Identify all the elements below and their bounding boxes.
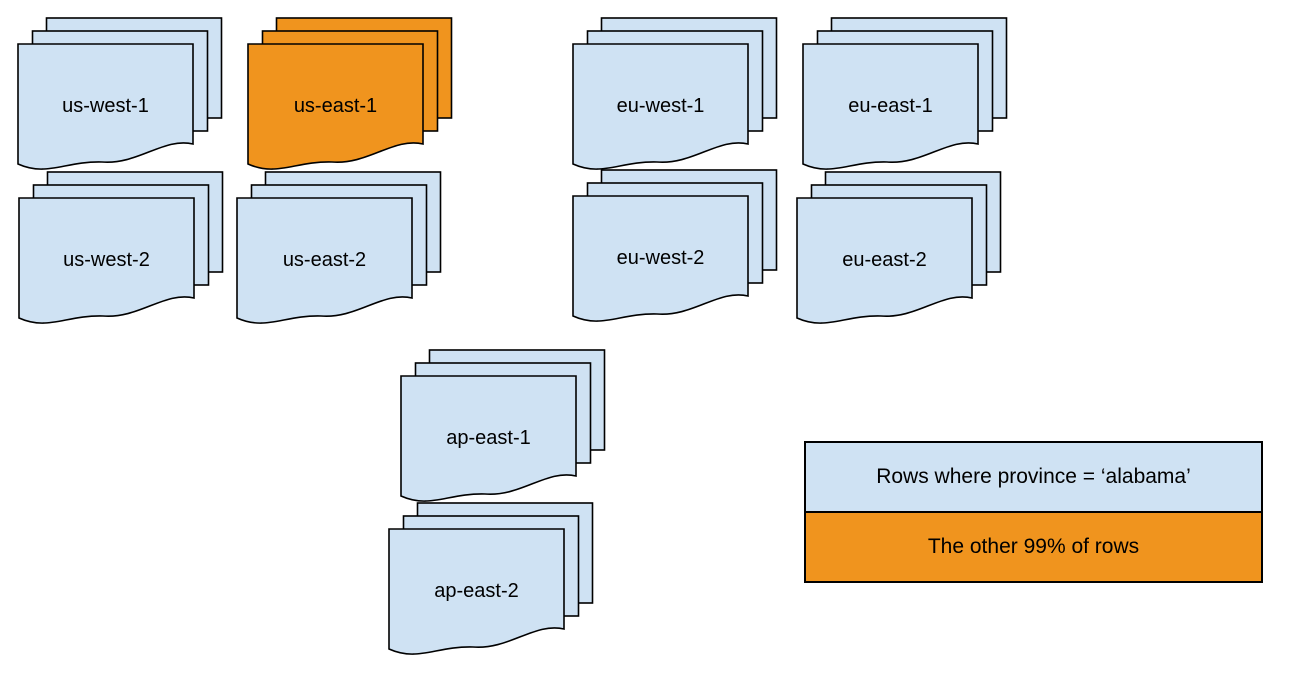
document-stack-eu-east-2: eu-east-2: [796, 171, 1002, 328]
region-label: us-west-1: [62, 94, 149, 117]
region-label: eu-east-2: [842, 248, 927, 271]
document-front-page: [18, 197, 195, 324]
document-stack-shape: [236, 171, 442, 324]
document-stack-eu-west-1: eu-west-1: [572, 17, 778, 174]
document-front-page: [236, 197, 413, 324]
legend-row-highlight: The other 99% of rows: [806, 511, 1261, 581]
document-front-page: [400, 375, 577, 502]
document-stack-shape: [388, 502, 594, 655]
document-stack-shape: [17, 17, 223, 170]
document-front-page: [17, 43, 194, 170]
document-stack-shape: [247, 17, 453, 170]
document-stack-shape: [400, 349, 606, 502]
document-stack-eu-east-1: eu-east-1: [802, 17, 1008, 174]
legend: Rows where province = ‘alabama’ The othe…: [804, 441, 1263, 583]
region-label: eu-east-1: [848, 94, 933, 117]
document-front-page: [388, 528, 565, 655]
region-label: ap-east-2: [434, 579, 519, 602]
document-front-page: [802, 43, 979, 170]
document-stack-shape: [18, 171, 224, 324]
document-stack-shape: [572, 17, 778, 170]
region-label: ap-east-1: [446, 426, 531, 449]
document-stack-eu-west-2: eu-west-2: [572, 169, 778, 326]
document-stack-us-east-2: us-east-2: [236, 171, 442, 328]
document-front-page: [796, 197, 973, 324]
document-front-page: [572, 43, 749, 170]
region-label: us-west-2: [63, 248, 150, 271]
region-label: eu-west-1: [616, 94, 705, 117]
region-label: us-east-1: [293, 94, 378, 117]
region-label: us-east-2: [282, 248, 367, 271]
document-front-page: [247, 43, 424, 170]
legend-row-default: Rows where province = ‘alabama’: [806, 443, 1261, 511]
document-front-page: [572, 195, 749, 322]
region-label: eu-west-2: [616, 246, 705, 269]
document-stack-shape: [572, 169, 778, 322]
document-stack-ap-east-2: ap-east-2: [388, 502, 594, 659]
document-stack-us-west-1: us-west-1: [17, 17, 223, 174]
document-stack-shape: [802, 17, 1008, 170]
document-stack-us-east-1: us-east-1: [247, 17, 453, 174]
document-stack-us-west-2: us-west-2: [18, 171, 224, 328]
document-stack-ap-east-1: ap-east-1: [400, 349, 606, 506]
document-stack-shape: [796, 171, 1002, 324]
